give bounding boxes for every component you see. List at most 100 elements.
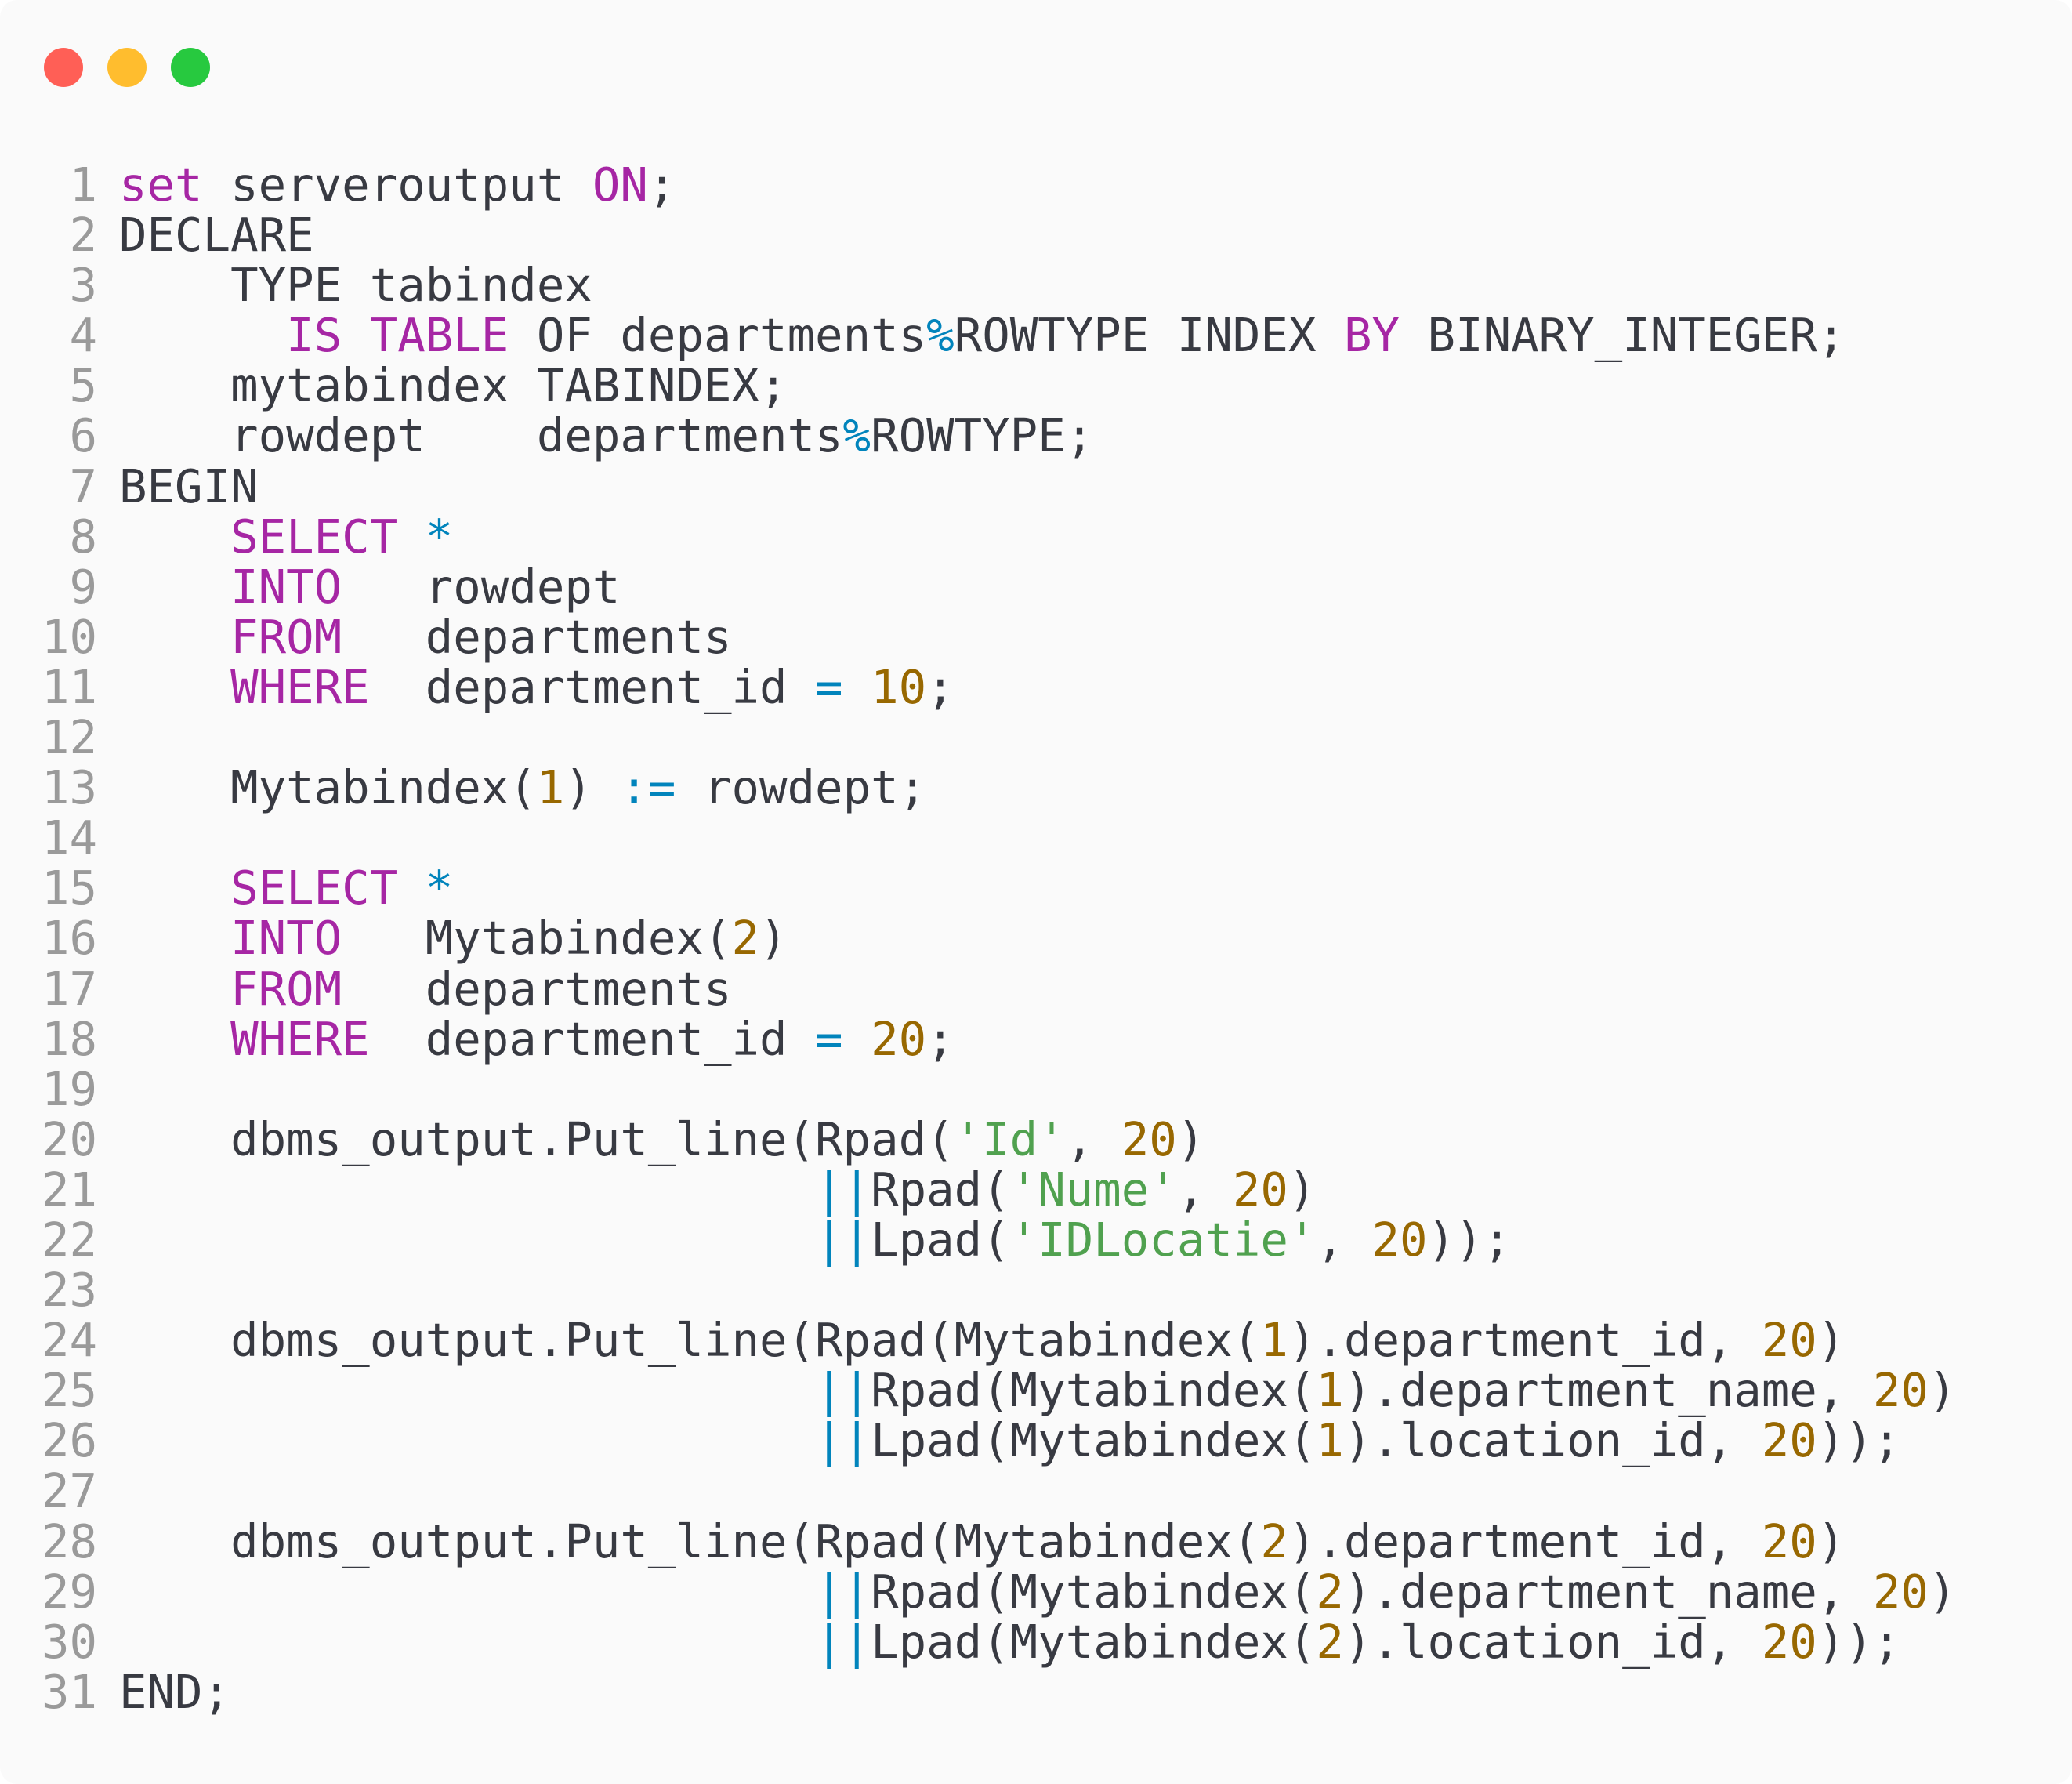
line-source: set serveroutput ON; (119, 158, 676, 212)
line-source: TYPE tabindex (119, 260, 592, 310)
line-source: ||Lpad('IDLocatie', 20)); (119, 1212, 1511, 1267)
line-number: 13 (41, 760, 97, 815)
code-token-plain: serveroutput (202, 158, 592, 212)
code-token-number: 20 (1121, 1111, 1177, 1166)
code-token-operator: || (815, 1614, 871, 1669)
code-token-number: 1 (1316, 1363, 1344, 1418)
close-button[interactable] (44, 48, 83, 87)
line-number: 5 (69, 358, 97, 413)
code-line: 12 (0, 710, 1956, 765)
code-line: 27 (0, 1466, 1956, 1516)
code-token-plain: ROWTYPE; (871, 408, 1094, 463)
code-token-operator: * (425, 509, 454, 564)
code-token-operator: = (815, 659, 843, 714)
code-token-keyword: FROM (230, 609, 342, 664)
line-number: 4 (69, 308, 97, 363)
code-token-operator: || (815, 1162, 871, 1217)
code-token-plain: Mytabindex( (342, 911, 732, 966)
line-number: 18 (41, 1011, 97, 1066)
code-token-plain (119, 660, 230, 714)
line-source: ||Rpad(Mytabindex(1).department_name, 20… (119, 1365, 1956, 1416)
line-number: 14 (41, 810, 97, 865)
line-number: 12 (41, 710, 97, 765)
code-line: 14 (0, 813, 1956, 863)
code-line: 19 (0, 1064, 1956, 1115)
code-line: 21 ||Rpad('Nume', 20) (0, 1162, 1956, 1217)
code-token-operator: := (620, 760, 676, 815)
code-token-plain (843, 660, 871, 714)
code-token-plain (119, 962, 230, 1016)
code-token-plain: TYPE tabindex (119, 258, 592, 313)
code-token-plain (119, 1413, 815, 1467)
line-source: rowdept departments%ROWTYPE; (119, 411, 1093, 461)
code-line: 16 INTO Mytabindex(2) (0, 913, 1956, 963)
code-token-operator: * (425, 861, 454, 916)
line-number: 1 (69, 158, 97, 212)
code-token-operator: || (815, 1564, 871, 1619)
code-token-plain: Rpad(Mytabindex( (871, 1564, 1317, 1619)
line-number: 27 (41, 1463, 97, 1518)
code-line: 23 (0, 1264, 1956, 1315)
code-token-operator: || (815, 1413, 871, 1468)
line-number: 17 (41, 961, 97, 1016)
line-number: 15 (41, 861, 97, 916)
code-token-plain (119, 1162, 815, 1217)
code-editor[interactable]: 1 set serveroutput ON; 2 DECLARE 3 TYPE tabi… (0, 158, 1956, 1717)
line-number: 10 (41, 609, 97, 664)
code-line: 11 WHERE department_id = 10; (0, 662, 1956, 713)
line-source: SELECT * (119, 863, 453, 913)
line-number: 19 (41, 1061, 97, 1116)
line-source: dbms_output.Put_line(Rpad('Id', 20) (119, 1111, 1204, 1166)
code-token-number: 20 (1761, 1614, 1817, 1669)
code-token-plain: ).department_id, (1288, 1313, 1762, 1368)
code-token-plain (119, 1565, 815, 1619)
code-token-plain: ; (647, 158, 676, 212)
code-line: 5 mytabindex TABINDEX; (0, 361, 1956, 411)
code-token-plain: ).department_name, (1343, 1363, 1873, 1418)
code-token-keyword: ON (592, 158, 648, 212)
line-source: FROM departments (119, 961, 732, 1016)
line-source: IS TABLE OF departments%ROWTYPE INDEX BY… (119, 310, 1845, 361)
code-line: 29 ||Rpad(Mytabindex(2).department_name,… (0, 1564, 1956, 1619)
code-token-plain: ROWTYPE INDEX (954, 308, 1344, 363)
zoom-button[interactable] (171, 48, 210, 87)
code-line: 30 ||Lpad(Mytabindex(2).location_id, 20)… (0, 1614, 1956, 1669)
line-source: DECLARE (119, 210, 314, 260)
code-token-number: 20 (871, 1011, 927, 1066)
line-number: 3 (69, 258, 97, 313)
code-line: 20 dbms_output.Put_line(Rpad('Id', 20) (0, 1111, 1956, 1166)
code-token-keyword: WHERE (230, 1011, 370, 1066)
line-number: 21 (41, 1162, 97, 1217)
code-line: 28 dbms_output.Put_line(Rpad(Mytabindex(… (0, 1514, 1956, 1568)
code-token-plain: Rpad( (871, 1162, 1010, 1217)
code-token-number: 20 (1761, 1514, 1817, 1568)
line-number: 9 (69, 559, 97, 614)
code-token-number: 10 (871, 659, 927, 714)
code-token-plain (119, 1363, 815, 1417)
code-token-number: 20 (1872, 1363, 1929, 1418)
code-token-plain: ) (1928, 1363, 1957, 1418)
code-token-number: 20 (1761, 1413, 1817, 1468)
code-token-operator: || (815, 1363, 871, 1418)
minimize-button[interactable] (107, 48, 147, 87)
line-number: 30 (41, 1614, 97, 1669)
code-token-plain: ; (926, 659, 954, 714)
code-token-plain (119, 610, 230, 664)
code-token-number: 1 (536, 760, 565, 815)
code-token-number: 1 (1260, 1313, 1288, 1368)
code-token-plain: Rpad(Mytabindex( (871, 1363, 1317, 1418)
code-line: 8 SELECT * (0, 509, 1956, 564)
code-token-plain (119, 509, 230, 564)
line-number: 2 (69, 208, 97, 263)
code-token-keyword: SELECT (230, 509, 398, 564)
code-token-keyword: TABLE (369, 308, 509, 363)
code-token-number: 1 (1316, 1413, 1344, 1468)
code-token-plain: ) (564, 760, 621, 815)
code-token-plain: Lpad( (871, 1212, 1010, 1267)
code-token-plain (397, 509, 426, 564)
code-token-keyword: INTO (230, 911, 342, 966)
code-token-plain (397, 861, 426, 915)
code-token-keyword: BY (1343, 308, 1400, 363)
code-token-number: 20 (1761, 1313, 1817, 1368)
code-token-plain: departments (342, 961, 732, 1016)
